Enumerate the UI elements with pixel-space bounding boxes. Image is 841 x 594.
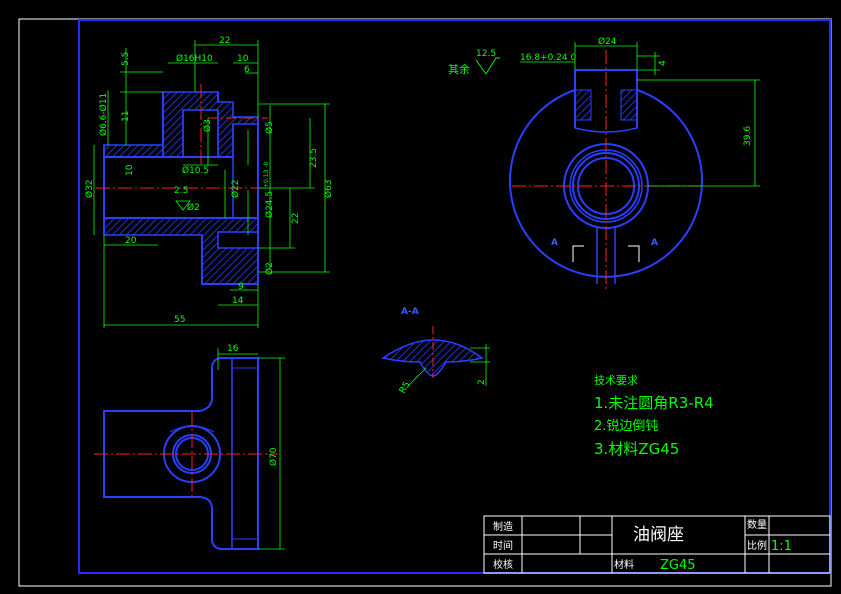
section-aa-view bbox=[381, 326, 484, 378]
finish-label: 其余 bbox=[448, 62, 470, 76]
front-dimension-lines bbox=[93, 40, 330, 328]
title-block bbox=[483, 515, 831, 574]
dim-2-section: 2 bbox=[477, 379, 487, 385]
title-scale-label: 比例 bbox=[747, 539, 767, 552]
section-title: A-A bbox=[401, 307, 419, 317]
section-marker-left: A bbox=[551, 238, 558, 248]
bottom-dimension-lines bbox=[217, 348, 285, 550]
dim-20: 20 bbox=[125, 236, 137, 246]
dim-16-8: 16.8+0.24 0 bbox=[520, 53, 576, 63]
section-marker-right: A bbox=[651, 238, 658, 248]
dim-9: 9 bbox=[238, 282, 244, 292]
dim-14: 14 bbox=[232, 296, 244, 306]
dim-22-top: 22 bbox=[219, 36, 230, 46]
title-date: 时间 bbox=[493, 539, 513, 552]
dim-22-inner: Ø22 bbox=[230, 179, 241, 198]
title-scale-value: 1:1 bbox=[771, 539, 792, 554]
title-material-value: ZG45 bbox=[660, 558, 696, 573]
dim-2-bottom: Ø2 bbox=[264, 262, 275, 275]
dim-2-5: 2.5 bbox=[174, 186, 188, 196]
finish-mark-front bbox=[175, 200, 191, 211]
dim-11: 11 bbox=[121, 111, 131, 122]
section-dimension-lines bbox=[407, 344, 490, 387]
tech-req-heading: 技术要求 bbox=[594, 374, 638, 387]
dim-55: 55 bbox=[174, 315, 185, 325]
finish-symbol bbox=[475, 57, 500, 75]
front-hatch-bottom-wall bbox=[103, 217, 259, 285]
dim-23-5: 23.5 bbox=[309, 148, 319, 168]
dim-22-right: 22 bbox=[291, 213, 301, 224]
dim-2-inner: Ø2 bbox=[187, 202, 200, 213]
tech-req-item-3: 3.材料ZG45 bbox=[594, 440, 679, 458]
front-section-view bbox=[96, 84, 268, 285]
dim-6-6-11: Ø6.6-Ø11 bbox=[98, 93, 109, 136]
part-name: 油阀座 bbox=[633, 525, 684, 545]
finish-value: 12.5 bbox=[476, 49, 496, 59]
dim-39-6: 39.6 bbox=[743, 126, 753, 146]
title-material-label: 材料 bbox=[614, 558, 634, 571]
side-view bbox=[509, 50, 703, 290]
title-quantity-label: 数量 bbox=[747, 518, 767, 531]
dim-4-side: 4 bbox=[658, 60, 668, 66]
dim-tolerance: +0.13 -0 bbox=[263, 162, 270, 188]
dim-70: Ø70 bbox=[268, 447, 279, 466]
dim-10-left: 10 bbox=[125, 164, 135, 176]
title-drawn-by: 制造 bbox=[493, 520, 513, 533]
tech-req-item-1: 1.未注圆角R3-R4 bbox=[594, 394, 714, 412]
dim-16-bottom: 16 bbox=[227, 344, 239, 354]
side-slot-hatch-right bbox=[620, 89, 638, 121]
dim-24-side: Ø24 bbox=[598, 36, 617, 47]
dim-3: Ø3 bbox=[202, 119, 213, 132]
drawing-frame bbox=[78, 19, 831, 574]
dim-24-5: Ø24.5 bbox=[264, 191, 275, 218]
dim-10-5: Ø10.5 bbox=[182, 165, 209, 176]
title-checked: 校核 bbox=[493, 558, 513, 571]
dim-16h10: Ø16H10 bbox=[176, 53, 213, 64]
tech-req-item-2: 2.锐边倒钝 bbox=[594, 419, 658, 434]
front-dimension-texts: 22 Ø16H10 10 6 5.5 11 Ø6.6-Ø11 Ø3 Ø5 Ø10… bbox=[84, 36, 334, 325]
dim-63: Ø63 bbox=[323, 179, 334, 198]
dim-32: Ø32 bbox=[84, 179, 95, 198]
dim-6: 6 bbox=[244, 65, 250, 75]
dim-r5: R5 bbox=[398, 380, 413, 395]
side-dimension-lines bbox=[520, 42, 760, 187]
dim-10: 10 bbox=[237, 54, 249, 64]
dim-5-5: 5.5 bbox=[121, 52, 131, 66]
outer-border bbox=[18, 18, 832, 587]
dim-5: Ø5 bbox=[264, 121, 275, 134]
side-slot-hatch-left bbox=[574, 89, 592, 121]
front-hatch-left-neck bbox=[103, 144, 164, 158]
